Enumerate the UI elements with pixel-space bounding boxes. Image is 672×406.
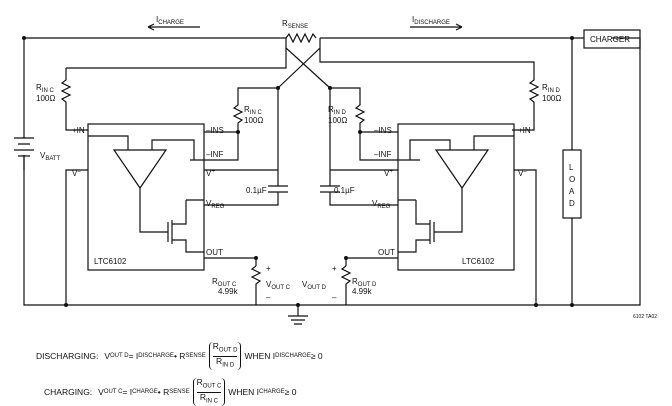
vreg-left: VREG [206,199,225,210]
load-d: D [569,199,575,208]
ltc-left-label: LTC6102 [94,257,127,266]
junction-dots [22,36,574,307]
cap-left [204,88,288,206]
out-right-label: OUT [378,248,395,257]
voutd-minus: – [332,293,337,302]
rinc2-value: 100Ω [244,116,263,125]
opamp-right [409,135,514,190]
vreg-right: VREG [372,199,391,210]
rind-label: RIN D [542,83,560,94]
routd-resistor [340,265,352,290]
rind2-label: RIN D [328,105,346,116]
routc-label: ROUT C [212,277,237,288]
cap-right-label: 0.1µF [334,186,355,195]
plus-in-left: +IN [72,126,85,135]
voutc-plus: + [266,264,271,273]
inf-left: –INF [206,150,223,159]
cap-right [320,88,398,206]
idischarge-label: IDISCHARGE [412,15,450,26]
rinc-inner [190,87,278,161]
rind-outer [319,48,540,131]
voutd-plus: + [332,264,337,273]
voutc-minus: – [266,293,271,302]
voutd-label: VOUT D [302,280,327,291]
idischarge-arrow [410,23,463,31]
top-rail [23,37,641,306]
load-l: L [569,163,574,172]
plus-in-right: +IN [518,126,531,135]
routc-value: 4.99k [218,287,239,296]
vplus-left: V+ [206,169,215,178]
voutc-label: VOUT C [266,280,291,291]
charger-label: CHARGER [590,35,630,44]
opamp-left [88,135,195,190]
rinc-value: 100Ω [36,94,55,103]
ltc6102-right [397,123,515,271]
ltc6102-left [87,123,205,271]
ground-icon [288,305,308,325]
rind2-value: 100Ω [328,116,347,125]
routd-value: 4.99k [352,287,373,296]
vminus-wires [65,169,537,305]
icharge-label: ICHARGE [156,15,184,26]
rsense-label: RSENSE [282,19,308,30]
ins-left: –INS [206,126,224,135]
vplus-right: V+ [384,169,393,178]
battery [14,38,34,170]
vminus-left: V– [72,169,81,178]
routd-label: ROUT D [352,277,377,288]
mosfet-left [139,188,204,253]
rinc-outer [60,48,287,131]
rinc2-label: RIN C [244,105,262,116]
charger-box [583,29,641,49]
rind-inner [330,87,420,161]
rsense-resistor [285,32,317,44]
icharge-arrow [147,23,200,31]
figure-tag: 6102 TA02 [633,314,657,320]
rind-value: 100Ω [542,94,561,103]
out-left-label: OUT [206,248,223,257]
load-box [562,149,582,219]
vbatt-label: VBATT [40,151,61,162]
routc-resistor [250,265,262,290]
load-a: A [569,187,575,196]
ltc-right-label: LTC6102 [462,257,495,266]
ins-right: –INS [374,126,392,135]
load-o: O [569,175,575,184]
mosfet-right [398,188,463,253]
vminus-right: V– [518,169,527,178]
inf-right: –INF [374,150,391,159]
rinc-label: RIN C [36,83,54,94]
cap-left-label: 0.1µF [246,186,267,195]
